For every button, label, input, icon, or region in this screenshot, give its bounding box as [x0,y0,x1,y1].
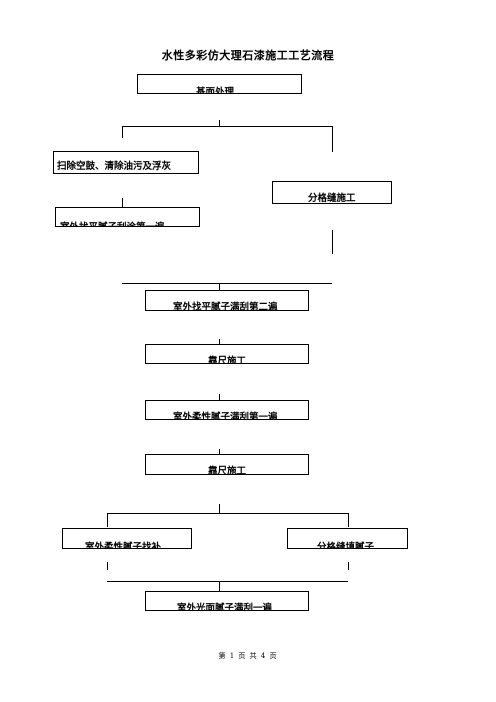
connector-line [122,198,123,207]
connector-line [107,513,108,527]
connector-line [219,504,220,514]
connector-line [219,120,220,127]
flow-box-base-treatment: 基面处理 [137,74,302,94]
connector-line [122,126,123,138]
connector-line [219,394,220,400]
flow-box-label: 基面处理 [196,87,235,94]
connector-line [122,126,332,127]
flow-box-flexible-first: 室外柔性腻子满刮第一遍 [145,400,309,420]
flow-box-label: 靠尺施工 [208,466,247,475]
flow-box-label: 分格缝施工 [308,193,356,204]
connector-line [219,283,220,290]
flow-box-label: 室外找平腻子满刮第二遍 [173,302,278,311]
flow-box-label: 室外光面腻子满刮一遍 [177,603,273,611]
connector-line [107,581,348,582]
flow-box-label: 室外柔性腻子找补 [85,542,162,549]
flow-box-label: 分格缝填腻子 [317,542,375,549]
flow-box-label: 靠尺施工 [208,356,247,364]
flow-box-label: 扫除空鼓、清除油污及浮灰 [57,161,172,172]
flow-box-label: 室外找平腻子刮涂第一遍 [60,219,165,226]
connector-line [122,283,332,284]
connector-line [332,230,333,254]
flow-box-joint-construction: 分格缝施工 [272,181,392,204]
flow-box-ruler-1: 靠尺施工 [145,344,309,364]
connector-line [332,126,333,152]
connector-line [219,581,220,591]
flow-box-flexible-patch: 室外柔性腻子找补 [62,528,192,549]
document-title: 水性多彩仿大理石漆施工工艺流程 [161,49,335,62]
connector-line [107,513,348,514]
flow-box-cleaning: 扫除空鼓、清除油污及浮灰 [53,151,199,174]
connector-line [348,562,349,570]
connector-line [219,449,220,454]
flow-box-leveling-first: 室外找平腻子刮涂第一遍 [55,207,200,227]
flow-box-glossy-first: 室外光面腻子满刮一遍 [145,591,309,611]
connector-line [348,513,349,527]
flow-box-ruler-2: 靠尺施工 [145,454,309,475]
connector-line [107,562,108,570]
flow-box-label: 室外柔性腻子满刮第一遍 [173,412,278,420]
flow-box-leveling-second: 室外找平腻子满刮第二遍 [145,290,309,311]
flow-box-joint-filling: 分格缝填腻子 [287,528,408,549]
connector-line [219,339,220,344]
page-footer: 第 1 页 共 4 页 [218,652,278,660]
